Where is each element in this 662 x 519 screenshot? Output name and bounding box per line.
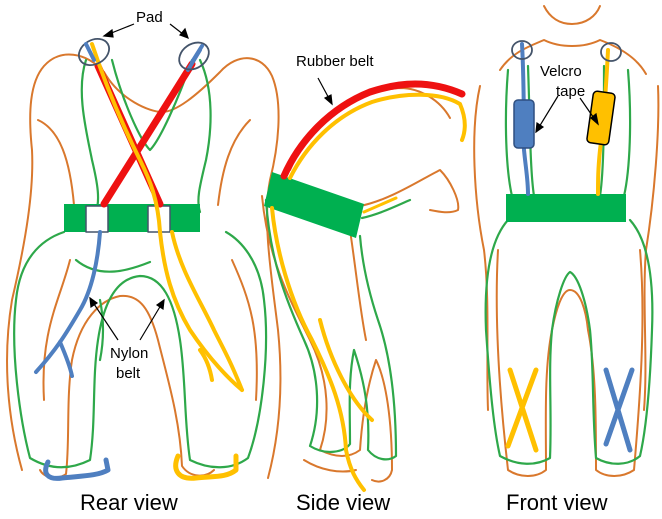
rear-view-caption: Rear view: [80, 490, 178, 515]
rear-view-figure: [7, 34, 280, 479]
velcro-tape-label-line2: tape: [556, 83, 585, 100]
nylon-belt-label-line2: belt: [116, 365, 141, 382]
rubber-belt-arrow: [318, 78, 332, 104]
side-view-figure: [262, 84, 465, 490]
velcro-tape-label-line1: Velcro: [540, 63, 582, 80]
pad-label: Pad: [136, 9, 163, 26]
pad-arrows: [104, 24, 188, 38]
rubber-belt-label: Rubber belt: [296, 53, 374, 70]
front-view-caption: Front view: [506, 490, 608, 515]
side-view-caption: Side view: [296, 490, 390, 515]
nylon-belt-label-line1: Nylon: [110, 345, 148, 362]
